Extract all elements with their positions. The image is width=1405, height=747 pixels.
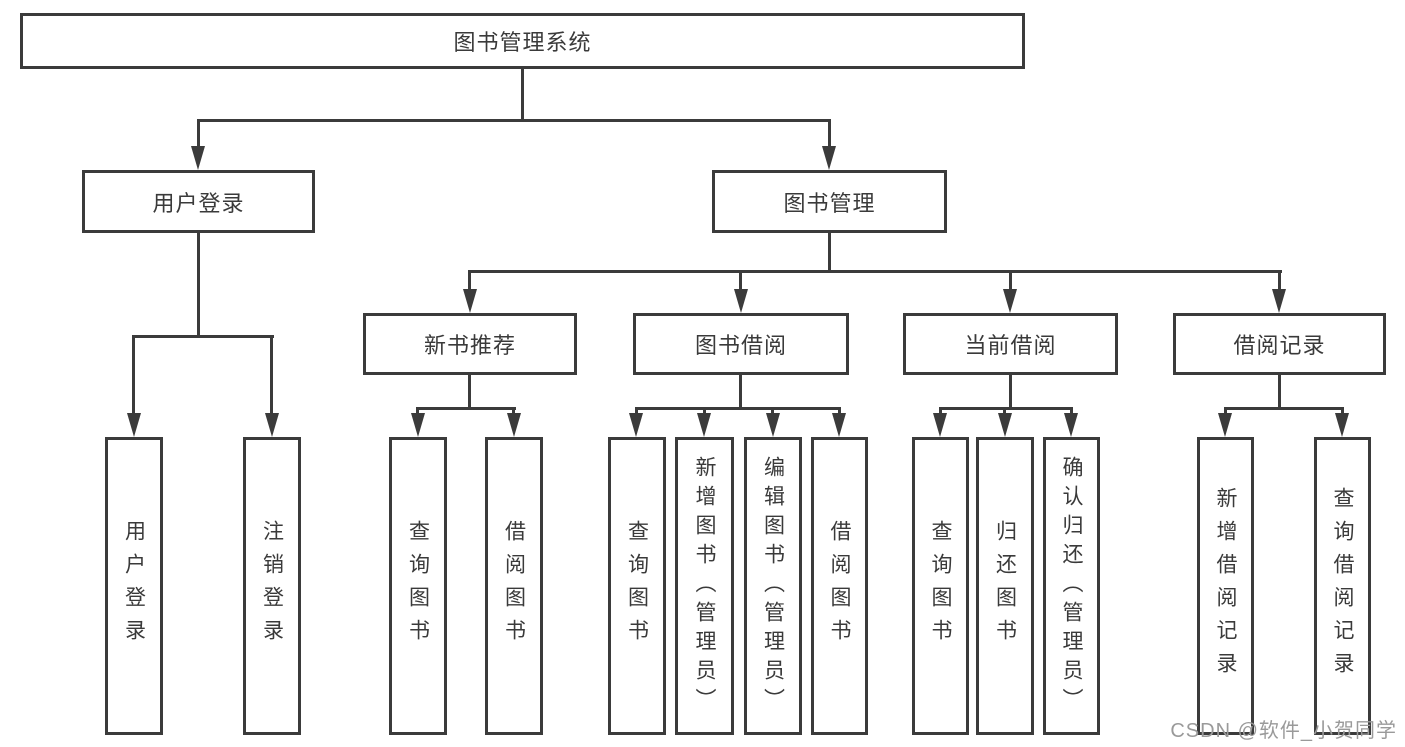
connector-arrowhead [1064, 413, 1078, 437]
connector-arrowhead [265, 413, 279, 437]
connector-line [197, 233, 200, 338]
connector-line [468, 270, 471, 295]
node-label: 注销登录 [260, 520, 284, 652]
connector-line [739, 270, 742, 295]
leaf-recommend-borrow-book: 借阅图书 [485, 437, 543, 735]
node-label: 借阅图书 [502, 520, 526, 652]
connector-line [1278, 270, 1281, 295]
connector-line [1224, 407, 1344, 410]
node-label: 借阅图书 [828, 520, 852, 652]
connector-arrowhead [822, 146, 836, 170]
leaf-current-query-book: 查询图书 [912, 437, 969, 735]
connector-line [1278, 375, 1281, 410]
node-label: 查询图书 [929, 520, 953, 652]
connector-line [828, 119, 831, 150]
connector-arrowhead [766, 413, 780, 437]
node-label: 图书管理系统 [453, 30, 592, 55]
leaf-current-confirm-return-admin: 确认归还（管理员） [1043, 437, 1100, 735]
connector-line [635, 407, 841, 410]
connector-arrowhead [1218, 413, 1232, 437]
connector-arrowhead [507, 413, 521, 437]
node-label: 新增借阅记录 [1214, 487, 1238, 685]
node-user-login: 用户登录 [82, 170, 315, 233]
watermark: CSDN @软件_小贺同学 [1170, 720, 1397, 742]
leaf-recommend-query-book: 查询图书 [389, 437, 447, 735]
leaf-borrowing-borrow-book: 借阅图书 [811, 437, 868, 735]
connector-arrowhead [1335, 413, 1349, 437]
connector-arrowhead [734, 289, 748, 313]
leaf-records-query-record: 查询借阅记录 [1314, 437, 1371, 735]
connector-line [828, 233, 831, 273]
node-label: 确认归还（管理员） [1060, 455, 1084, 717]
node-borrowing-records: 借阅记录 [1173, 313, 1386, 375]
node-label: 用户登录 [152, 190, 245, 216]
connector-arrowhead [191, 146, 205, 170]
connector-line [197, 119, 831, 122]
node-book-management: 图书管理 [712, 170, 947, 233]
leaf-borrowing-edit-book-admin: 编辑图书（管理员） [744, 437, 802, 735]
connector-arrowhead [933, 413, 947, 437]
leaf-user-login: 用户登录 [105, 437, 163, 735]
node-label: 新书推荐 [423, 333, 516, 358]
connector-line [270, 335, 273, 419]
node-label: 查询借阅记录 [1331, 487, 1355, 685]
connector-arrowhead [832, 413, 846, 437]
connector-line [197, 119, 200, 150]
connector-line [1009, 270, 1012, 295]
node-label: 查询图书 [625, 520, 649, 652]
node-library-management-system: 图书管理系统 [20, 13, 1025, 69]
node-label: 新增图书（管理员） [693, 455, 717, 717]
connector-arrowhead [998, 413, 1012, 437]
leaf-records-add-record: 新增借阅记录 [1197, 437, 1254, 735]
node-label: 归还图书 [993, 520, 1017, 652]
connector-arrowhead [1003, 289, 1017, 313]
node-label: 当前借阅 [964, 333, 1057, 358]
node-label: 图书管理 [783, 190, 876, 216]
connector-line [739, 375, 742, 410]
node-new-book-recommendation: 新书推荐 [363, 313, 577, 375]
leaf-current-return-book: 归还图书 [976, 437, 1034, 735]
node-label: 查询图书 [406, 520, 430, 652]
node-current-borrowing: 当前借阅 [903, 313, 1118, 375]
node-book-borrowing: 图书借阅 [633, 313, 849, 375]
leaf-borrowing-add-book-admin: 新增图书（管理员） [675, 437, 734, 735]
connector-arrowhead [629, 413, 643, 437]
connector-line [132, 335, 135, 419]
connector-arrowhead [411, 413, 425, 437]
connector-line [468, 270, 1282, 273]
leaf-borrowing-query-book: 查询图书 [608, 437, 666, 735]
connector-arrowhead [697, 413, 711, 437]
connector-arrowhead [1272, 289, 1286, 313]
connector-line [939, 407, 1073, 410]
node-label: 图书借阅 [694, 333, 787, 358]
connector-arrowhead [463, 289, 477, 313]
connector-arrowhead [127, 413, 141, 437]
connector-line [416, 407, 516, 410]
node-label: 借阅记录 [1233, 333, 1326, 358]
connector-line [132, 335, 274, 338]
node-label: 用户登录 [122, 520, 146, 652]
leaf-logout: 注销登录 [243, 437, 301, 735]
connector-line [468, 375, 471, 410]
connector-line [521, 69, 524, 122]
node-label: 编辑图书（管理员） [761, 455, 785, 717]
connector-line [1009, 375, 1012, 410]
